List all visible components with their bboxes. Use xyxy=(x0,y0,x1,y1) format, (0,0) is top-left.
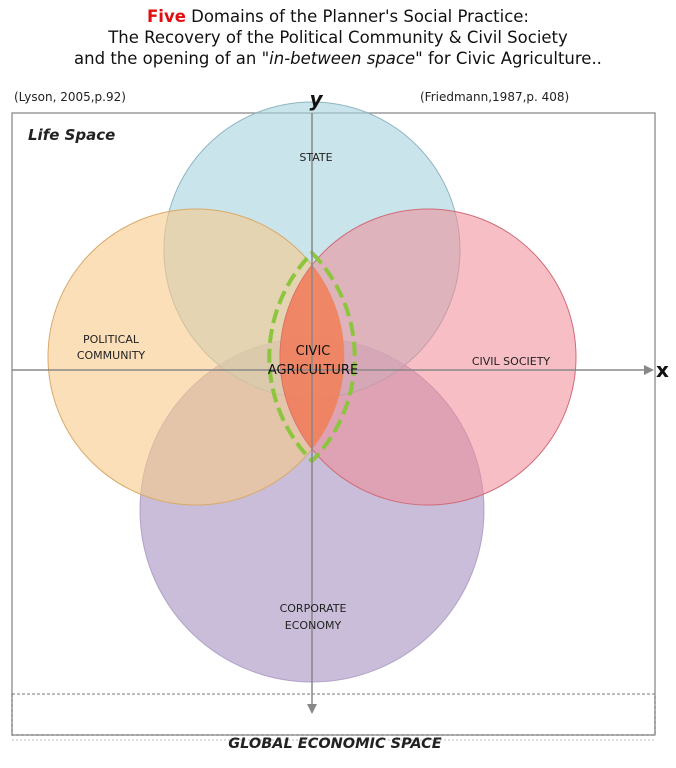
diagram-title: Five Domains of the Planner's Social Pra… xyxy=(0,6,676,69)
y-axis-label: y xyxy=(309,87,323,111)
life-space-label: Life Space xyxy=(28,126,115,144)
title-line-3-end: for Civic Agriculture.. xyxy=(422,49,602,68)
title-highlight-word: Five xyxy=(147,7,186,26)
corporate-economy-label-line2: ECONOMY xyxy=(285,619,342,632)
title-line-1: Five Domains of the Planner's Social Pra… xyxy=(0,6,676,27)
title-line-3-italic: "in-between space" xyxy=(261,49,423,68)
state-label: STATE xyxy=(299,151,332,164)
civic-agriculture-label-line2: AGRICULTURE xyxy=(268,363,358,378)
global-economic-space-band xyxy=(11,693,656,736)
title-line-3-start: and the opening of an xyxy=(74,49,262,68)
title-line-2: The Recovery of the Political Community … xyxy=(108,28,568,47)
citation-right: (Friedmann,1987,p. 408) xyxy=(420,90,570,104)
title-line-3: and the opening of an "in-between space"… xyxy=(0,48,676,69)
civil-society-label: CIVIL SOCIETY xyxy=(472,355,551,368)
political-community-label-line1: POLITICAL xyxy=(83,333,140,346)
global-economic-space-label: GLOBAL ECONOMIC SPACE xyxy=(228,736,442,752)
title-line-1-text: Domains of the Planner's Social Practice… xyxy=(185,7,529,26)
corporate-economy-label-line1: CORPORATE xyxy=(280,602,347,615)
civic-agriculture-label-line1: CIVIC xyxy=(296,344,331,359)
x-axis-label: x xyxy=(656,358,669,382)
political-community-label-line2: COMMUNITY xyxy=(77,349,146,362)
citation-left: (Lyson, 2005,p.92) xyxy=(14,90,126,104)
